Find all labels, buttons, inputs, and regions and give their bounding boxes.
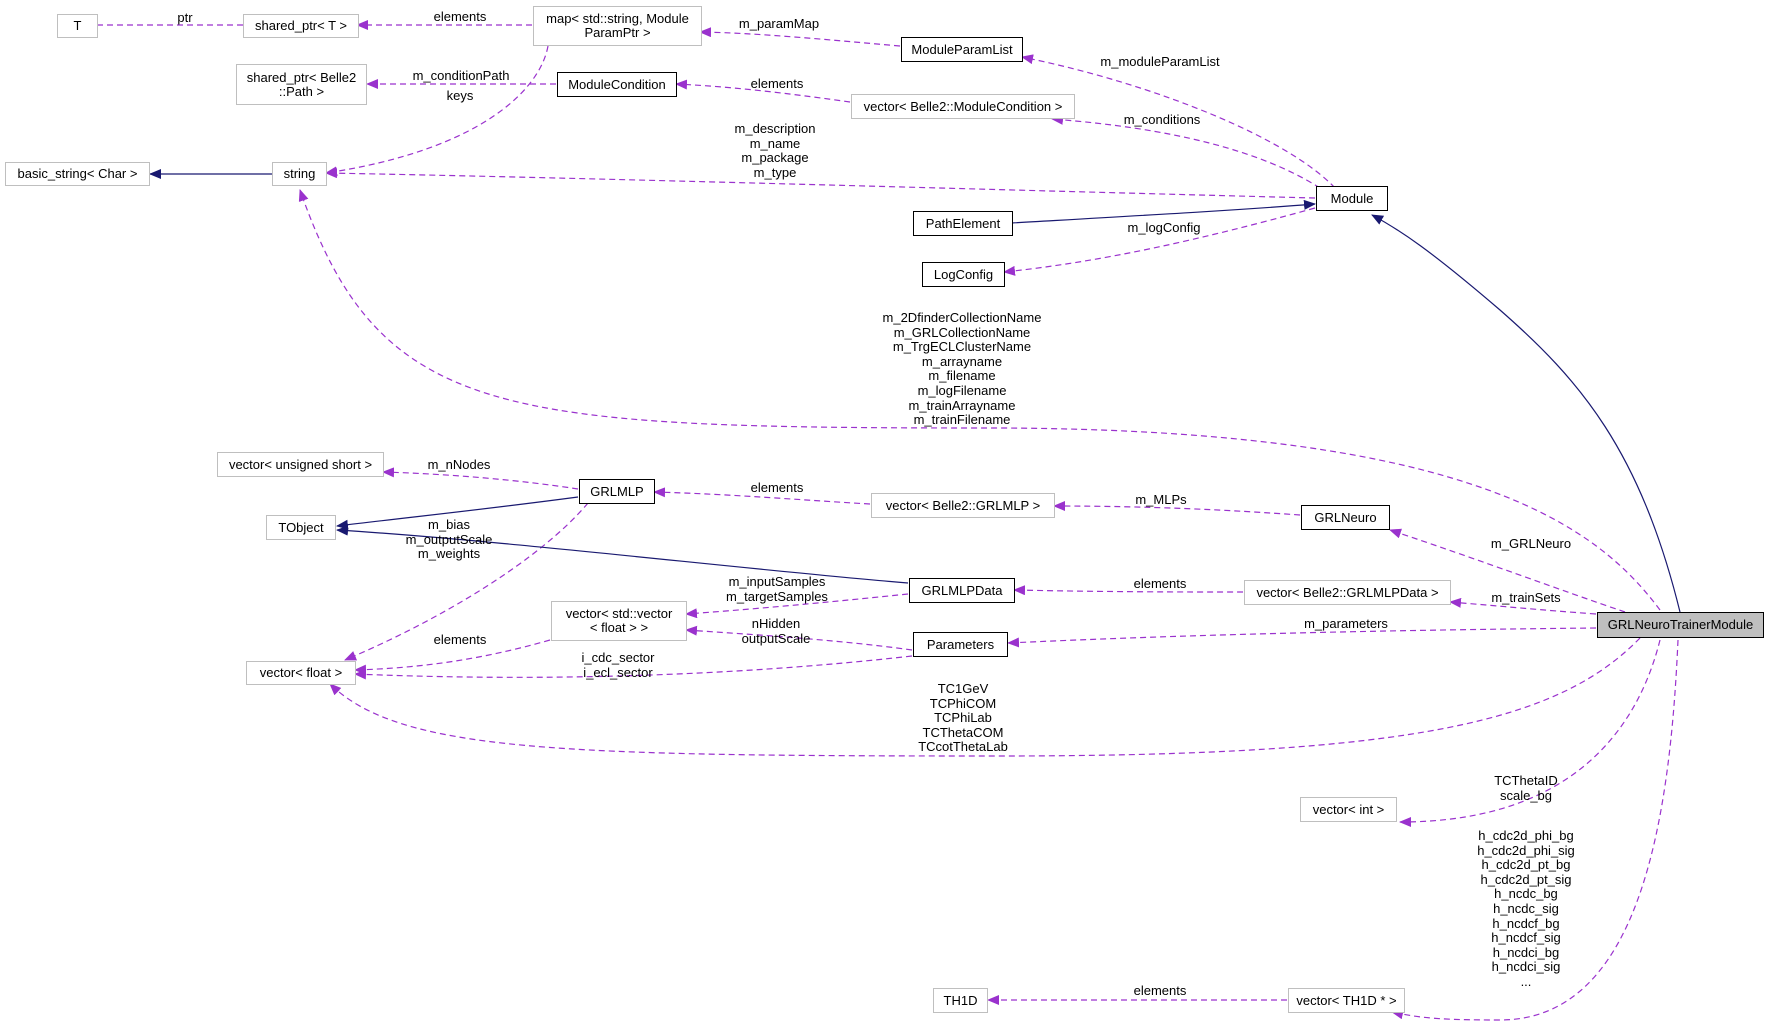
node-LogConfig[interactable]: LogConfig <box>922 262 1005 287</box>
edge-trainer-to-vecint <box>1399 639 1661 827</box>
node-vector-vector-float[interactable]: vector< std::vector < float > > <box>551 601 687 641</box>
edge-label-m_conditionPath: m_conditionPath <box>412 68 510 83</box>
edge-vvf-to-vecfloat <box>354 639 551 675</box>
edge-label-elements-sharedptr: elements <box>433 9 487 24</box>
edge-label-m_MLPs: m_MLPs <box>1135 492 1187 507</box>
edge-map-to-string-keys <box>325 45 549 177</box>
edge-grlneuro-to-vecgrlmlp <box>1053 501 1301 516</box>
edge-grlmlpdata-to-tobject <box>336 525 909 584</box>
edge-label-elements-vvf: elements <box>433 632 487 647</box>
node-Module[interactable]: Module <box>1316 186 1388 211</box>
node-GRLNeuroTrainerModule[interactable]: GRLNeuroTrainerModule <box>1597 612 1764 638</box>
node-shared-ptr-T[interactable]: shared_ptr< T > <box>243 14 359 38</box>
edge-label-string-trainer: m_2DfinderCollectionName m_GRLCollection… <box>882 310 1042 428</box>
node-T[interactable]: T <box>57 14 98 38</box>
edge-label-m_nNodes: m_nNodes <box>427 457 491 472</box>
edge-module-to-string <box>325 168 1316 199</box>
node-PathElement[interactable]: PathElement <box>913 211 1013 236</box>
edge-label-elements-mlp: elements <box>750 480 804 495</box>
node-GRLNeuro[interactable]: GRLNeuro <box>1301 505 1390 530</box>
node-map-param[interactable]: map< std::string, Module ParamPtr > <box>533 6 702 46</box>
node-vector-grlmlp[interactable]: vector< Belle2::GRLMLP > <box>871 493 1055 518</box>
node-vector-modulecondition[interactable]: vector< Belle2::ModuleCondition > <box>851 94 1075 119</box>
edge-label-elements-data: elements <box>1133 576 1187 591</box>
edge-grlmlp-to-vecushort <box>382 467 579 490</box>
edge-trainer-to-vecfloat <box>329 637 1641 757</box>
edge-grlmlpdata-to-vvf <box>685 593 909 619</box>
edge-params-to-vvf <box>685 625 913 651</box>
node-vector-float[interactable]: vector< float > <box>246 661 356 685</box>
node-GRLMLP[interactable]: GRLMLP <box>579 479 655 504</box>
edge-trainer-to-string <box>298 189 1661 611</box>
edge-label-mlp-floats: m_bias m_outputScale m_weights <box>405 517 493 562</box>
node-vector-int[interactable]: vector< int > <box>1300 797 1397 822</box>
edge-trainer-to-vecgrlmlpdata <box>1449 597 1597 615</box>
node-ModuleParamList[interactable]: ModuleParamList <box>901 37 1023 62</box>
edge-vecgrlmlpdata-to-grlmlpdata <box>1013 585 1244 596</box>
edge-label-elements-cond: elements <box>750 76 804 91</box>
edge-label-tc-floats: TC1GeV TCPhiCOM TCPhiLab TCThetaCOM TCco… <box>918 681 1008 755</box>
edge-label-elements-th1d: elements <box>1133 983 1187 998</box>
node-string[interactable]: string <box>272 162 327 186</box>
edge-label-samples: m_inputSamples m_targetSamples <box>726 574 828 604</box>
edge-label-m_conditions: m_conditions <box>1123 112 1201 127</box>
node-vector-th1d[interactable]: vector< TH1D * > <box>1288 988 1405 1013</box>
edge-label-nHidden: nHidden outputScale <box>741 616 811 646</box>
node-shared-ptr-path[interactable]: shared_ptr< Belle2 ::Path > <box>236 64 367 105</box>
edge-label-m_paramMap: m_paramMap <box>738 16 820 31</box>
edge-module-to-vecmodcond <box>1051 114 1321 189</box>
edge-trainer-to-module <box>1371 214 1681 613</box>
edge-grlmlp-to-tobject <box>336 496 579 530</box>
edge-label-m_GRLNeuro: m_GRLNeuro <box>1490 536 1572 551</box>
edge-label-m_logConfig: m_logConfig <box>1127 220 1201 235</box>
edge-module-to-logconfig <box>1003 207 1316 276</box>
edge-label-m_parameters: m_parameters <box>1304 616 1388 631</box>
edge-label-keys: keys <box>446 88 474 103</box>
edge-trainer-to-grlneuro <box>1389 528 1626 613</box>
node-GRLMLPData[interactable]: GRLMLPData <box>909 578 1015 603</box>
edge-trainer-to-params <box>1007 627 1597 648</box>
edge-modparamlist-to-map <box>699 27 901 47</box>
edge-module-to-modparamlist <box>1021 54 1336 189</box>
node-Parameters[interactable]: Parameters <box>913 632 1008 657</box>
edge-label-sectors: i_cdc_sector i_ecl_sector <box>581 650 655 680</box>
edge-vecmodcond-to-modcond <box>675 79 851 103</box>
edge-pathelement-to-module <box>1011 199 1316 224</box>
edge-label-string-members: m_description m_name m_package m_type <box>734 121 816 180</box>
node-ModuleCondition[interactable]: ModuleCondition <box>557 72 677 97</box>
edge-label-m_moduleParamList: m_moduleParamList <box>1100 54 1220 69</box>
edge-params-to-vecfloat <box>354 655 913 680</box>
node-vector-ushort[interactable]: vector< unsigned short > <box>217 452 384 477</box>
node-TObject[interactable]: TObject <box>266 515 336 540</box>
edge-grlmlp-to-vecfloat <box>344 502 589 661</box>
edge-label-th1d-members: h_cdc2d_phi_bg h_cdc2d_phi_sig h_cdc2d_p… <box>1477 828 1575 989</box>
edge-vecgrlmlp-to-grlmlp <box>653 487 871 505</box>
node-basic-string[interactable]: basic_string< Char > <box>5 162 150 186</box>
edge-label-int-members: TCThetaID scale_bg <box>1494 773 1558 803</box>
node-vector-grlmlpdata[interactable]: vector< Belle2::GRLMLPData > <box>1244 580 1451 605</box>
edge-label-ptr: ptr <box>177 10 193 25</box>
edge-label-m_trainSets: m_trainSets <box>1491 590 1561 605</box>
node-TH1D[interactable]: TH1D <box>933 988 988 1013</box>
